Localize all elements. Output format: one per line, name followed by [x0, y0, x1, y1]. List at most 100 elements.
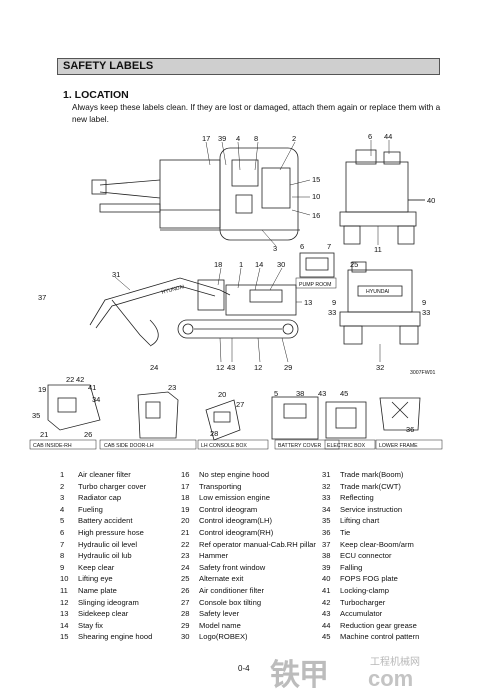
inset-captions: PUMP ROOM CAB INSIDE-RH CAB SIDE DOOR-LH…: [33, 282, 435, 449]
callout-number: 15: [312, 175, 320, 184]
callout-number: 7: [327, 242, 331, 251]
callout-number: 8: [254, 134, 258, 143]
top-view-drawing: [91, 147, 300, 241]
callout-number: 27: [236, 400, 244, 409]
callout-number: 20: [218, 390, 226, 399]
caption-pump-room: PUMP ROOM: [299, 282, 331, 288]
callout-number: 42: [76, 375, 84, 384]
callout-number: 28: [210, 429, 218, 438]
callout-number: 9: [332, 298, 336, 307]
callout-number: 32: [376, 363, 384, 372]
callout-number: 10: [312, 192, 320, 201]
callout-number: 37: [38, 293, 46, 302]
callout-number: 29: [284, 363, 292, 372]
callout-number: 25: [350, 260, 358, 269]
side-view-drawing: [89, 277, 299, 347]
callout-number: 34: [92, 395, 100, 404]
caption-cab-side-door-lh: CAB SIDE DOOR-LH: [104, 443, 154, 449]
location-heading: 1. LOCATION: [63, 89, 129, 101]
callout-number: 17: [202, 134, 210, 143]
callout-number: 43: [227, 363, 235, 372]
callout-number: 31: [112, 270, 120, 279]
caption-lower-frame: LOWER FRAME: [379, 443, 418, 449]
figure-code: 3007FW01: [410, 370, 435, 376]
callout-number: 2: [292, 134, 296, 143]
lh-console-box-drawing: [205, 399, 241, 441]
pump-room-drawing: [299, 252, 335, 278]
rear-lower-view-drawing: [339, 261, 421, 345]
callout-number: 36: [406, 425, 414, 434]
callout-number: 16: [312, 211, 320, 220]
boom-brand-mark: HYUNDAI: [161, 284, 185, 296]
lower-frame-drawing: [379, 397, 421, 431]
callout-number: 35: [32, 411, 40, 420]
callout-numbers: 17 39 4 8 2 15 10 16 3 6 44 40 11 6 7 31…: [32, 132, 435, 439]
electric-box-drawing: [325, 401, 367, 439]
callout-number: 30: [277, 260, 285, 269]
callout-number: 45: [340, 389, 348, 398]
callout-number: 33: [328, 308, 336, 317]
callout-number: 43: [318, 389, 326, 398]
location-description: Always keep these labels clean. If they …: [72, 103, 441, 124]
callout-number: 11: [374, 245, 382, 254]
caption-cab-inside-rh: CAB INSIDE-RH: [33, 443, 72, 449]
caption-electric-box: ELECTRIC BOX: [327, 443, 366, 449]
callout-number: 41: [88, 383, 96, 392]
callout-number: 18: [214, 260, 222, 269]
safety-label-location-diagram: 17 39 4 8 2 15 10 16 3 6 44 40 11 6 7 31…: [29, 132, 443, 450]
caption-lh-console-box: LH CONSOLE BOX: [201, 443, 247, 449]
callout-number: 1: [239, 260, 243, 269]
callout-number: 44: [384, 132, 392, 141]
callout-number: 23: [168, 383, 176, 392]
watermark-brand: 铁甲: [270, 659, 329, 692]
site-watermark: 铁甲 工程机械网 com: [270, 650, 490, 692]
callout-number: 4: [236, 134, 240, 143]
watermark-url: com: [368, 666, 414, 691]
watermark-text: 工程机械网: [370, 657, 420, 668]
callout-number: 14: [255, 260, 263, 269]
cab-inside-rh-drawing: [47, 384, 101, 431]
callout-number: 19: [38, 385, 46, 394]
rear-view-drawing: [339, 149, 425, 245]
counterweight-brand-mark: HYUNDAI: [366, 289, 389, 295]
callout-number: 22: [66, 375, 74, 384]
callout-number: 24: [150, 363, 158, 372]
callout-number: 9: [422, 298, 426, 307]
callout-number: 39: [218, 134, 226, 143]
callout-number: 6: [368, 132, 372, 141]
callout-number: 12: [254, 363, 262, 372]
callout-number: 12: [216, 363, 224, 372]
callout-number: 21: [40, 430, 48, 439]
callout-number: 3: [273, 244, 277, 253]
